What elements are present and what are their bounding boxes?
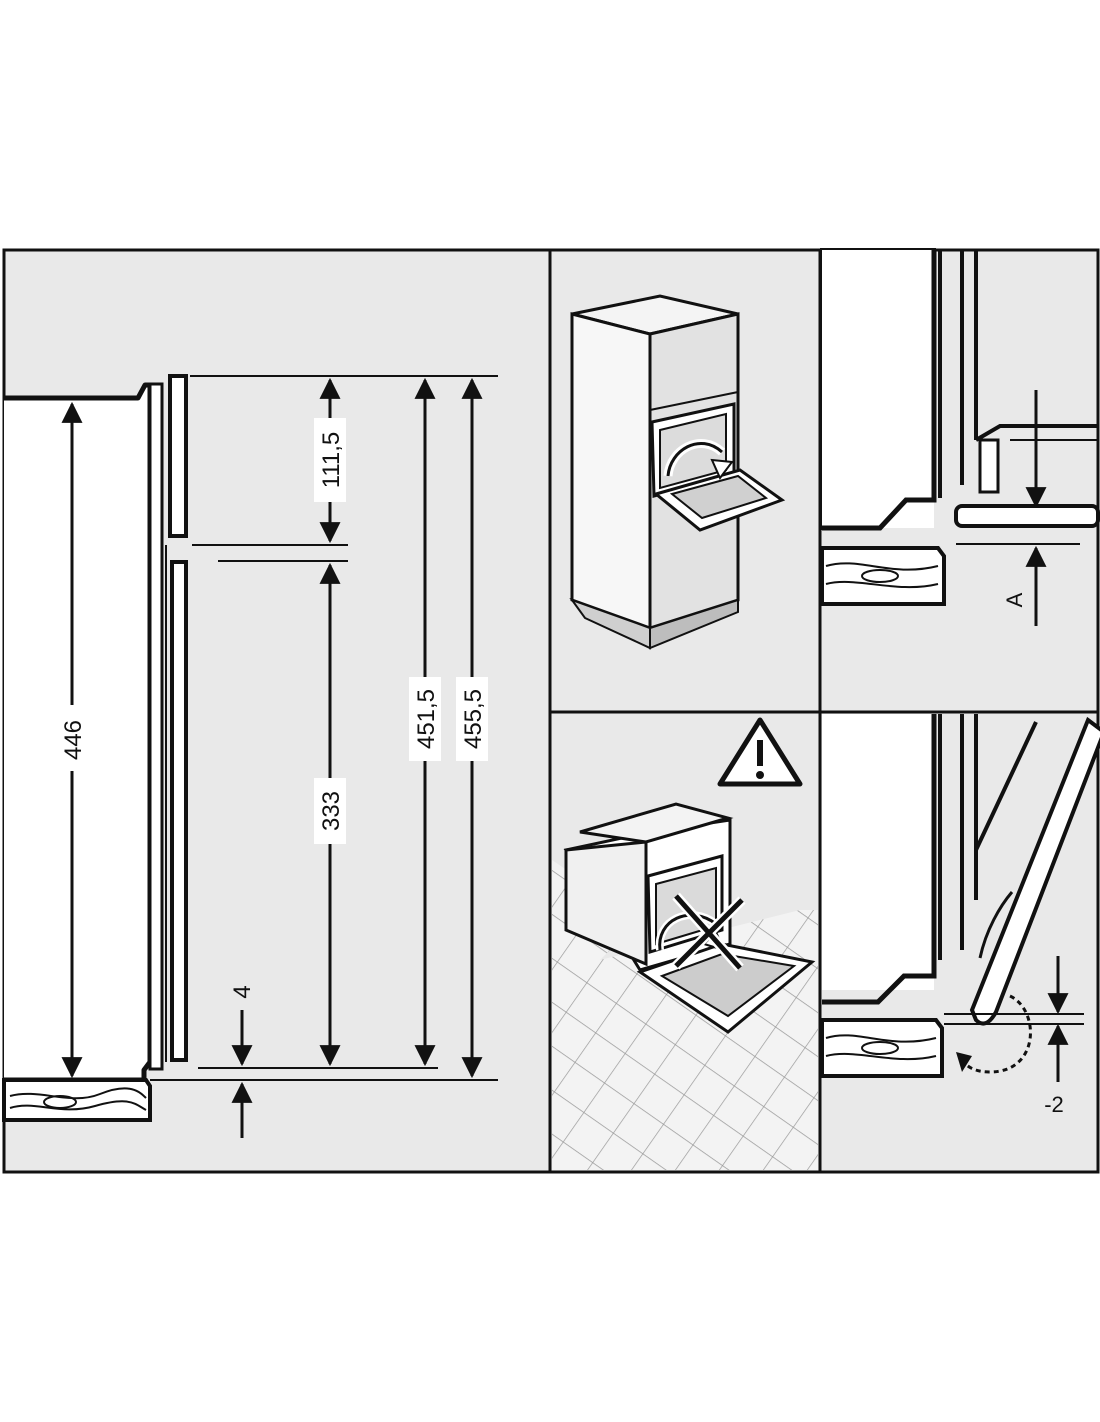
lower-door-panel bbox=[170, 560, 188, 1062]
cross-out-icon bbox=[672, 892, 746, 972]
dimension-panel: 446 111,5 333 451,5 455,5 4 bbox=[2, 374, 498, 1138]
door-tilt-panel: -2 bbox=[820, 714, 1100, 1117]
warning-panel bbox=[552, 717, 818, 1170]
gap-detail-panel: A bbox=[820, 248, 1100, 626]
offset-label: -2 bbox=[1044, 1092, 1064, 1117]
dim-111-5-label: 111,5 bbox=[318, 432, 345, 489]
dim-4-label: 4 bbox=[229, 985, 256, 998]
dim-446-label: 446 bbox=[60, 720, 87, 760]
upper-door-panel bbox=[168, 374, 188, 538]
curved-arrow-icon bbox=[663, 438, 734, 480]
wood-plinth bbox=[2, 1078, 152, 1122]
warning-triangle-icon bbox=[717, 717, 803, 787]
wood-plinth bbox=[820, 1018, 944, 1078]
dim-455-5-label: 455,5 bbox=[460, 689, 487, 749]
tall-cabinet-panel bbox=[569, 294, 786, 650]
rotation-arrow-icon bbox=[956, 994, 1032, 1074]
dim-333-label: 333 bbox=[318, 791, 345, 831]
oven-front-panel bbox=[148, 382, 164, 1071]
wood-plinth bbox=[820, 546, 946, 606]
dim-451-5-label: 451,5 bbox=[413, 689, 440, 749]
clearance-label-a: A bbox=[1002, 592, 1027, 607]
